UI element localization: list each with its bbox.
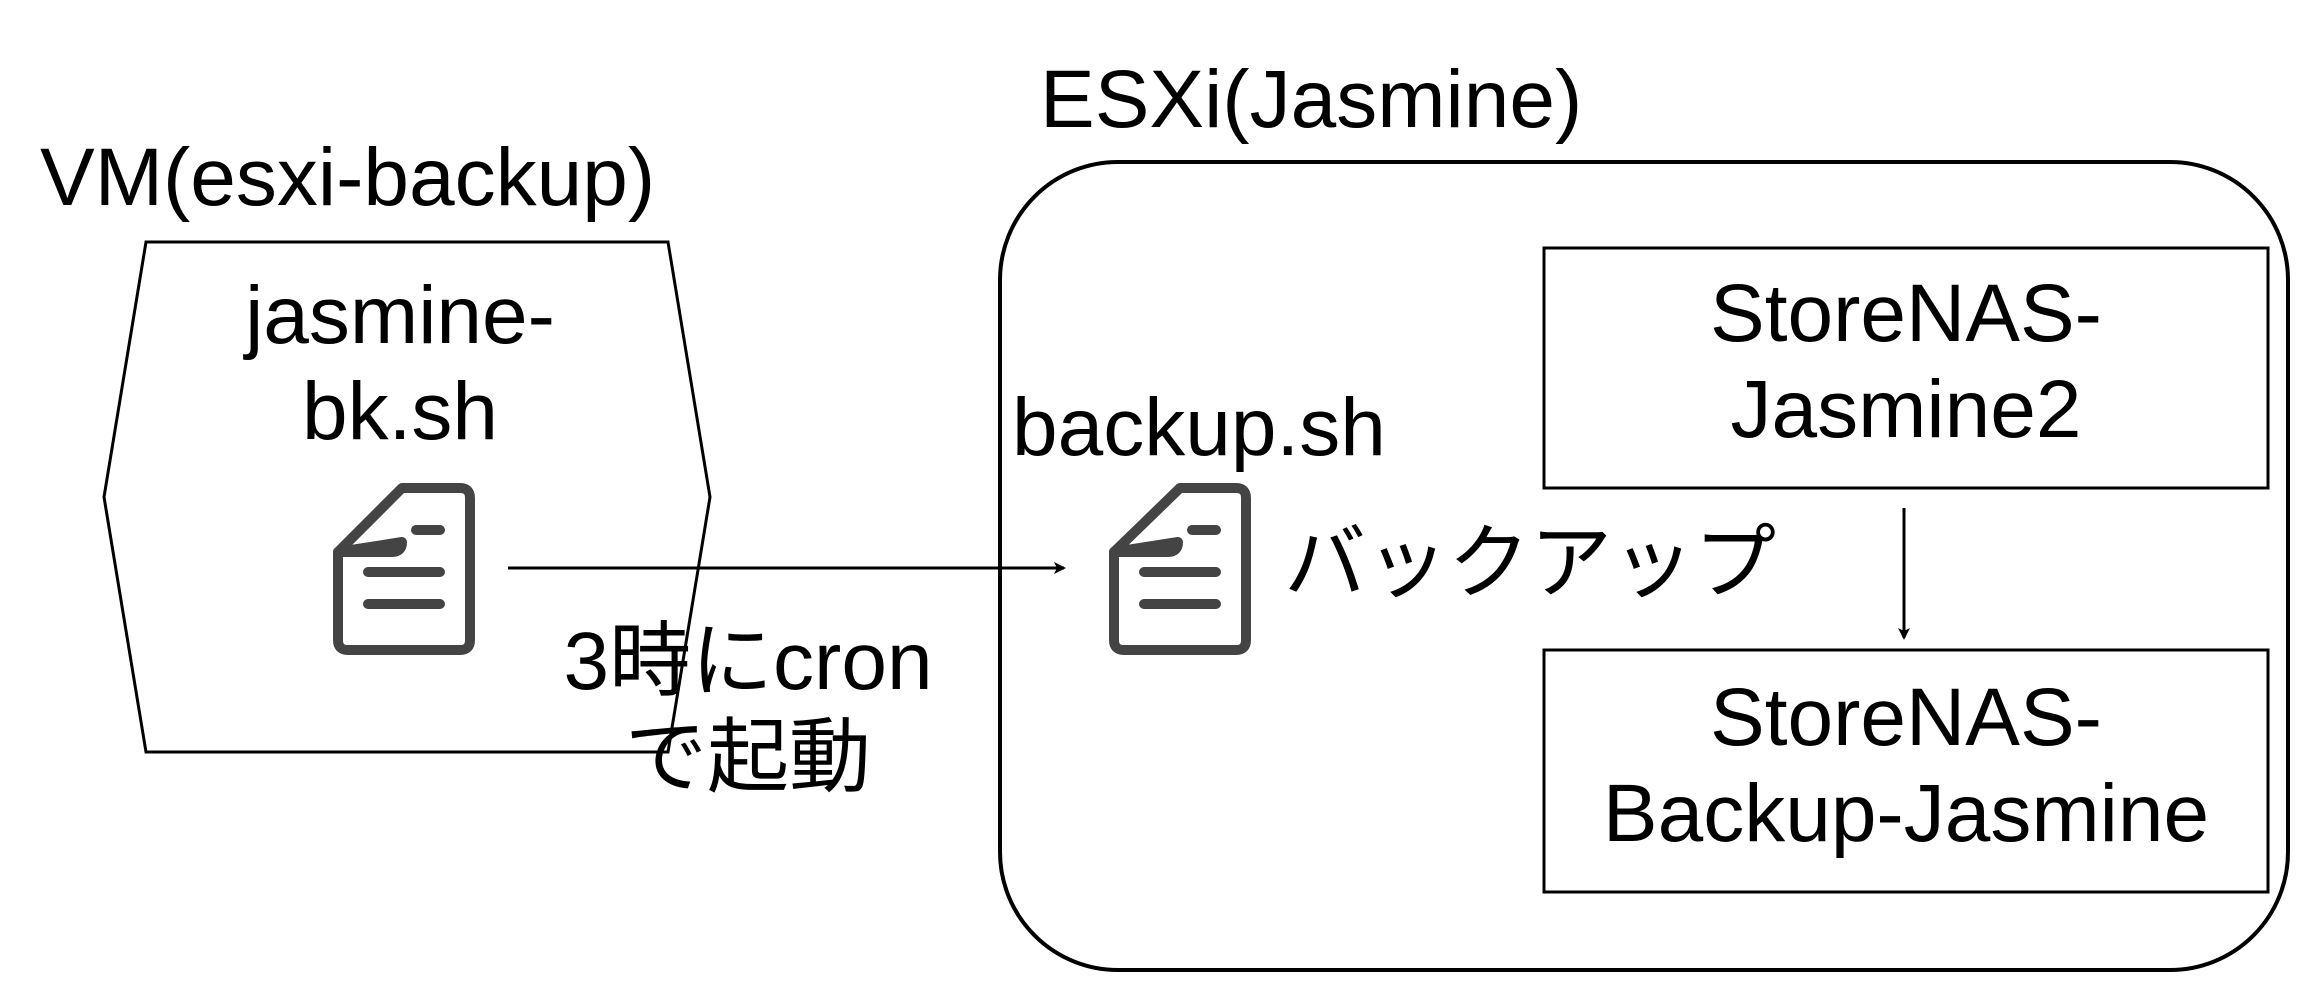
vm-script-name: jasmine- bk.sh [200, 268, 600, 460]
vm-script-line2: bk.sh [302, 366, 498, 457]
cron-trigger-label: 3時にcron で起動 [528, 614, 968, 806]
storenas-backup-line1: StoreNAS- [1710, 672, 2102, 763]
esxi-document-icon [1109, 483, 1251, 655]
storenas-backup-line2: Backup-Jasmine [1602, 768, 2210, 859]
esxi-script-name: backup.sh [1012, 382, 1386, 473]
vm-script-line1: jasmine- [245, 270, 555, 361]
esxi-title: ESXi(Jasmine) [1040, 54, 1583, 145]
storenas-jasmine2-line1: StoreNAS- [1710, 268, 2102, 359]
backup-label: バックアップ [1284, 518, 1777, 609]
cron-trigger-line2: で起動 [624, 712, 871, 803]
vm-title: VM(esxi-backup) [40, 132, 656, 223]
storenas-jasmine2-line2: Jasmine2 [1730, 364, 2082, 455]
storenas-jasmine2-label: StoreNAS- Jasmine2 [1544, 266, 2268, 458]
storenas-backup-box [1542, 648, 2270, 894]
storenas-jasmine2-box [1542, 246, 2270, 490]
cron-trigger-line1: 3時にcron [563, 616, 933, 707]
storenas-backup-label: StoreNAS- Backup-Jasmine [1544, 670, 2268, 862]
vm-hexagon [102, 240, 712, 754]
vm-document-icon [333, 483, 475, 655]
